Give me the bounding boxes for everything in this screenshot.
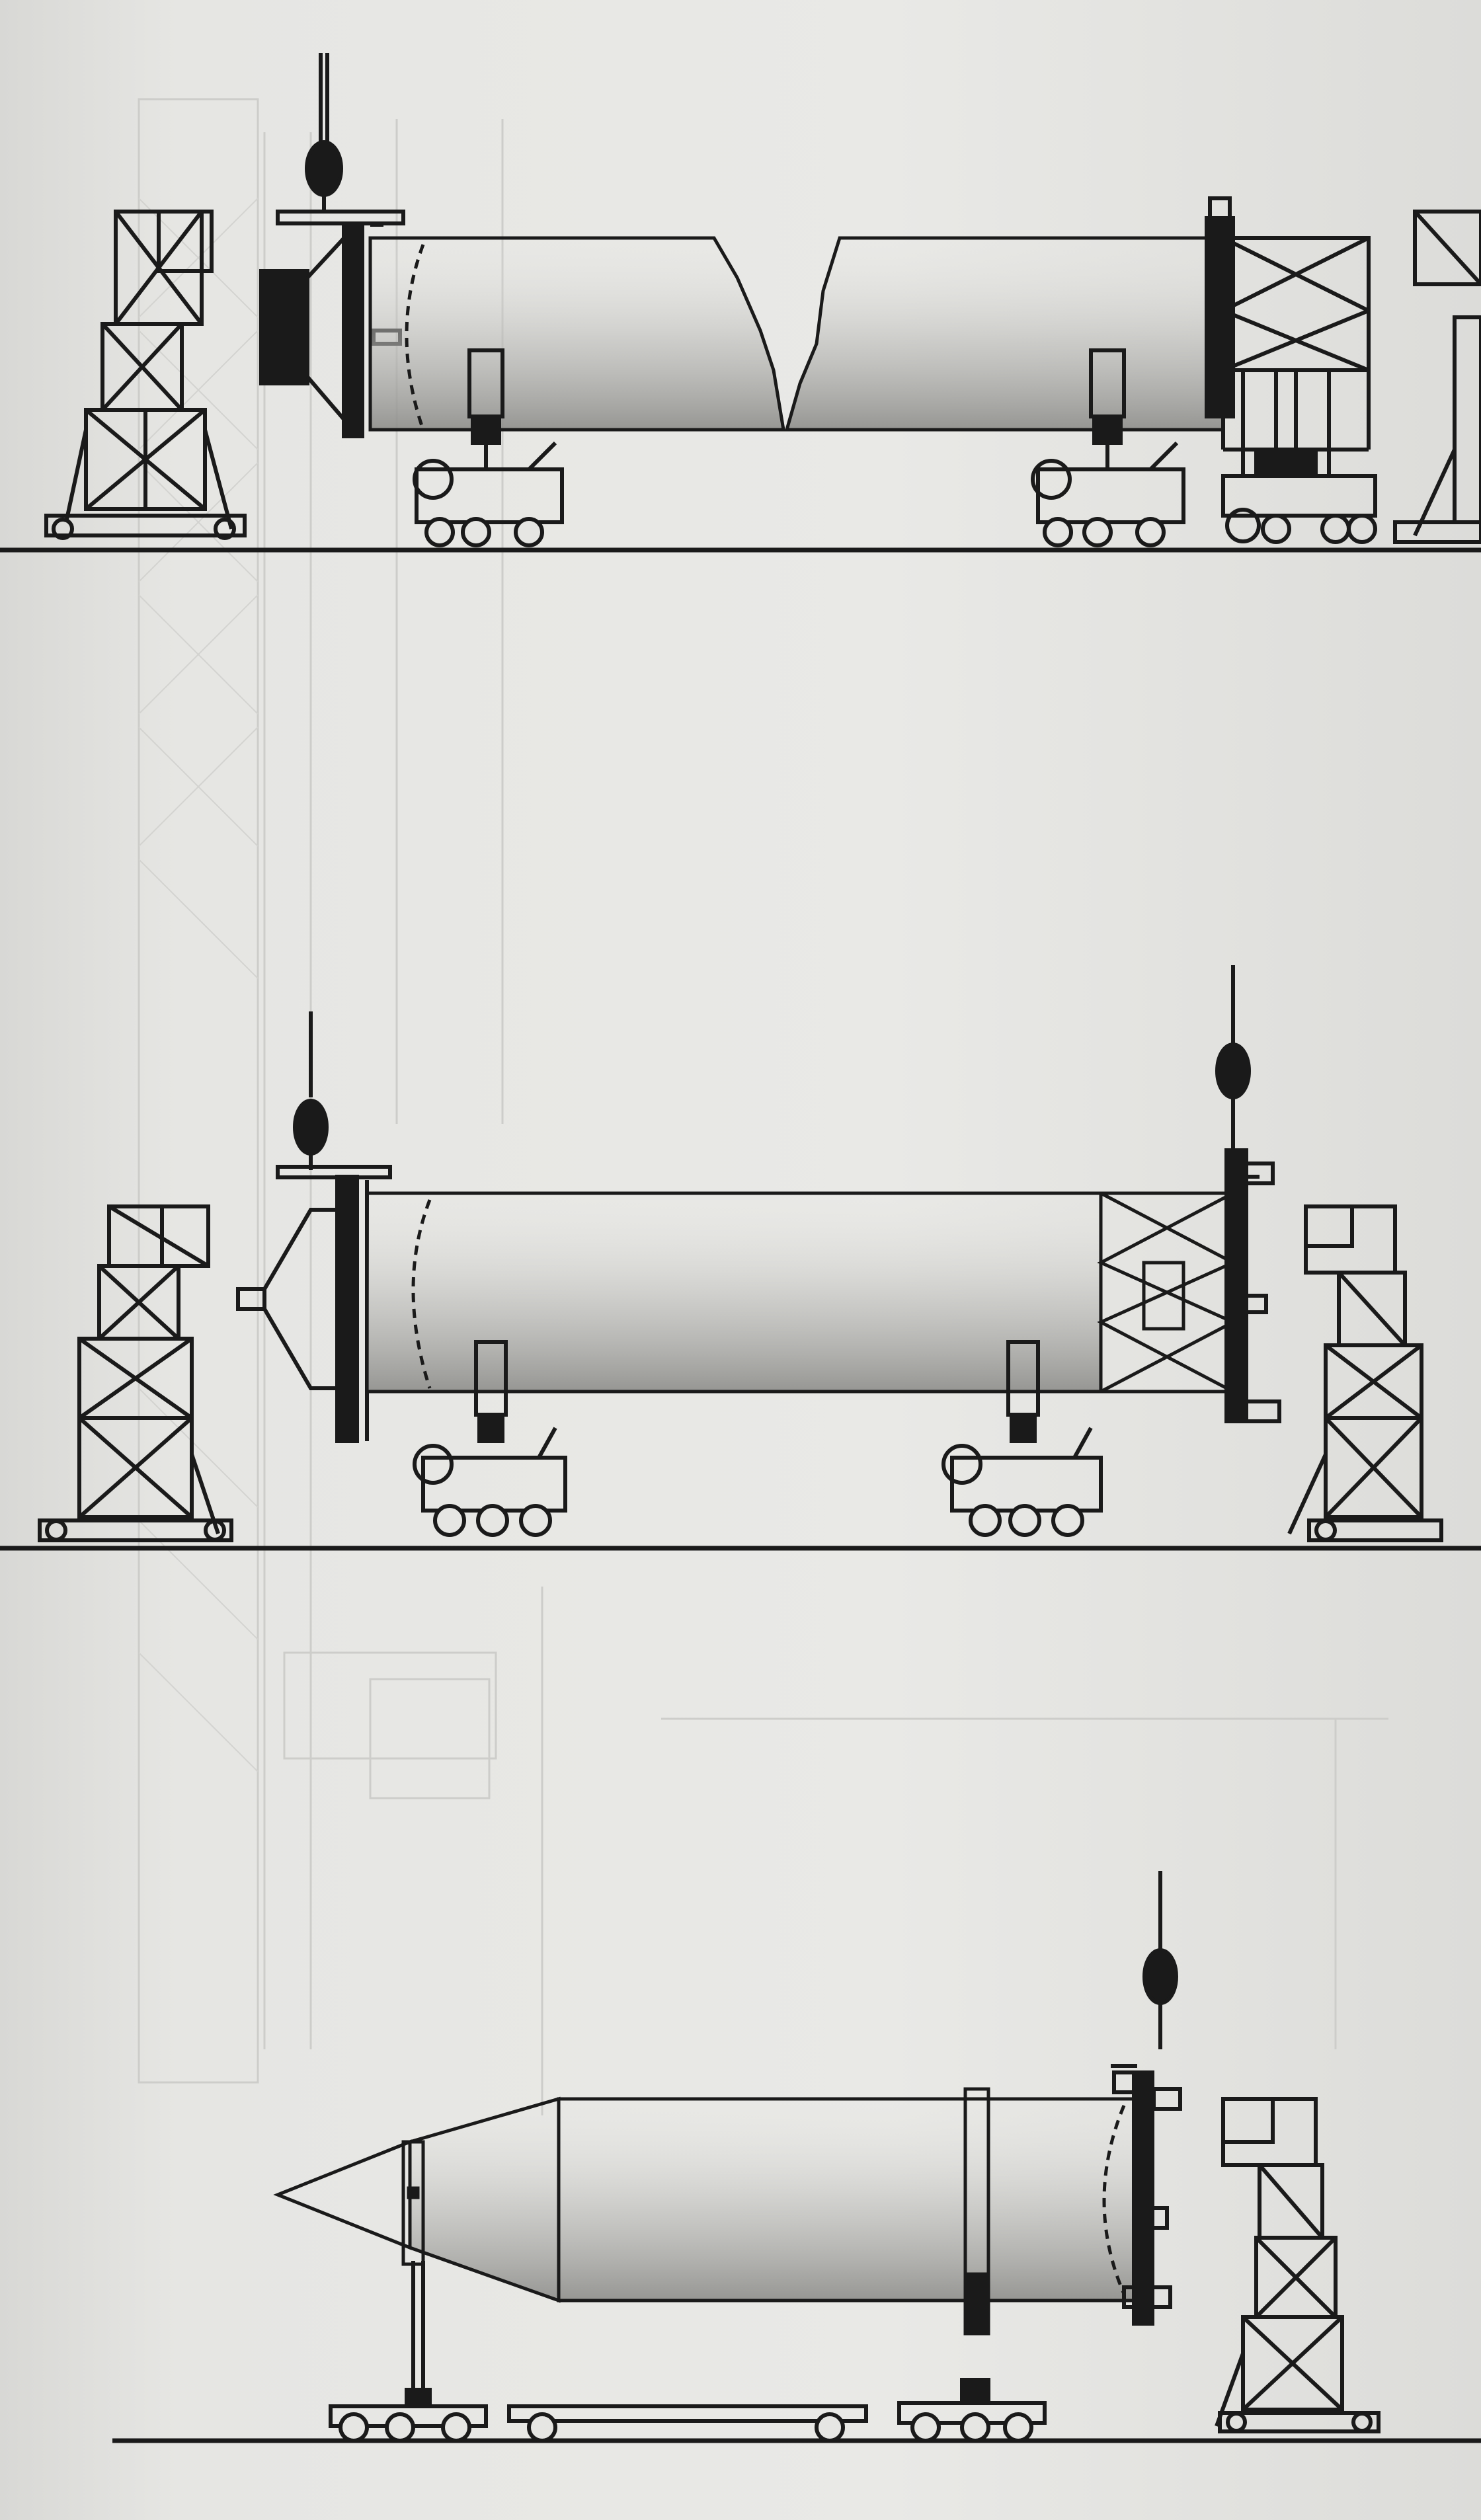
- crane-tower-icon: [1215, 2097, 1381, 2433]
- support-jack-right: [1089, 348, 1126, 469]
- support-jack-left: [474, 1340, 508, 1443]
- panel-middle-drawing: [0, 965, 1481, 1551]
- lifting-hook-icon: [293, 1011, 329, 1170]
- transport-cart-icon: [1031, 441, 1185, 547]
- panel-middle-assembly: [0, 952, 1481, 1560]
- transport-cart-icon: [413, 441, 564, 547]
- transport-cart-icon: [897, 2378, 1047, 2443]
- panel-top-drawing: [0, 53, 1481, 553]
- lifting-hook-icon: [305, 53, 343, 212]
- rocket-stage-icon: [557, 2087, 1136, 2336]
- crane-tower-icon: [38, 1204, 233, 1542]
- support-stand-left: [405, 2261, 432, 2408]
- panel-bottom-assembly: [0, 1838, 1481, 2472]
- transport-cart-icon: [329, 2404, 488, 2443]
- crane-tower-icon: [44, 210, 247, 540]
- crane-tower-icon: [1287, 1204, 1443, 1542]
- left-end-fixture: [259, 210, 405, 438]
- support-jack-left: [467, 348, 504, 469]
- crane-tower-icon: [1393, 210, 1481, 544]
- transport-cart-icon: [941, 1427, 1103, 1537]
- transport-cart-icon: [1221, 448, 1377, 544]
- lifting-hook-icon: [1142, 1871, 1178, 2049]
- lifting-hook-icon: [1215, 965, 1251, 1150]
- right-end-frame: [1205, 196, 1371, 478]
- support-jack-right: [1006, 1340, 1040, 1443]
- right-end-fixture: [1111, 2064, 1182, 2326]
- rocket-stage-icon: [368, 236, 1225, 432]
- rocket-stage-icon: [365, 1191, 1237, 1394]
- flatbed-trailer: [507, 2404, 868, 2443]
- panel-bottom-drawing: [112, 1871, 1481, 2443]
- panel-top-assembly: [0, 0, 1481, 569]
- right-end-fixture: [1224, 1148, 1281, 1423]
- nose-cone-icon: [273, 2096, 561, 2303]
- transport-cart-icon: [413, 1427, 567, 1537]
